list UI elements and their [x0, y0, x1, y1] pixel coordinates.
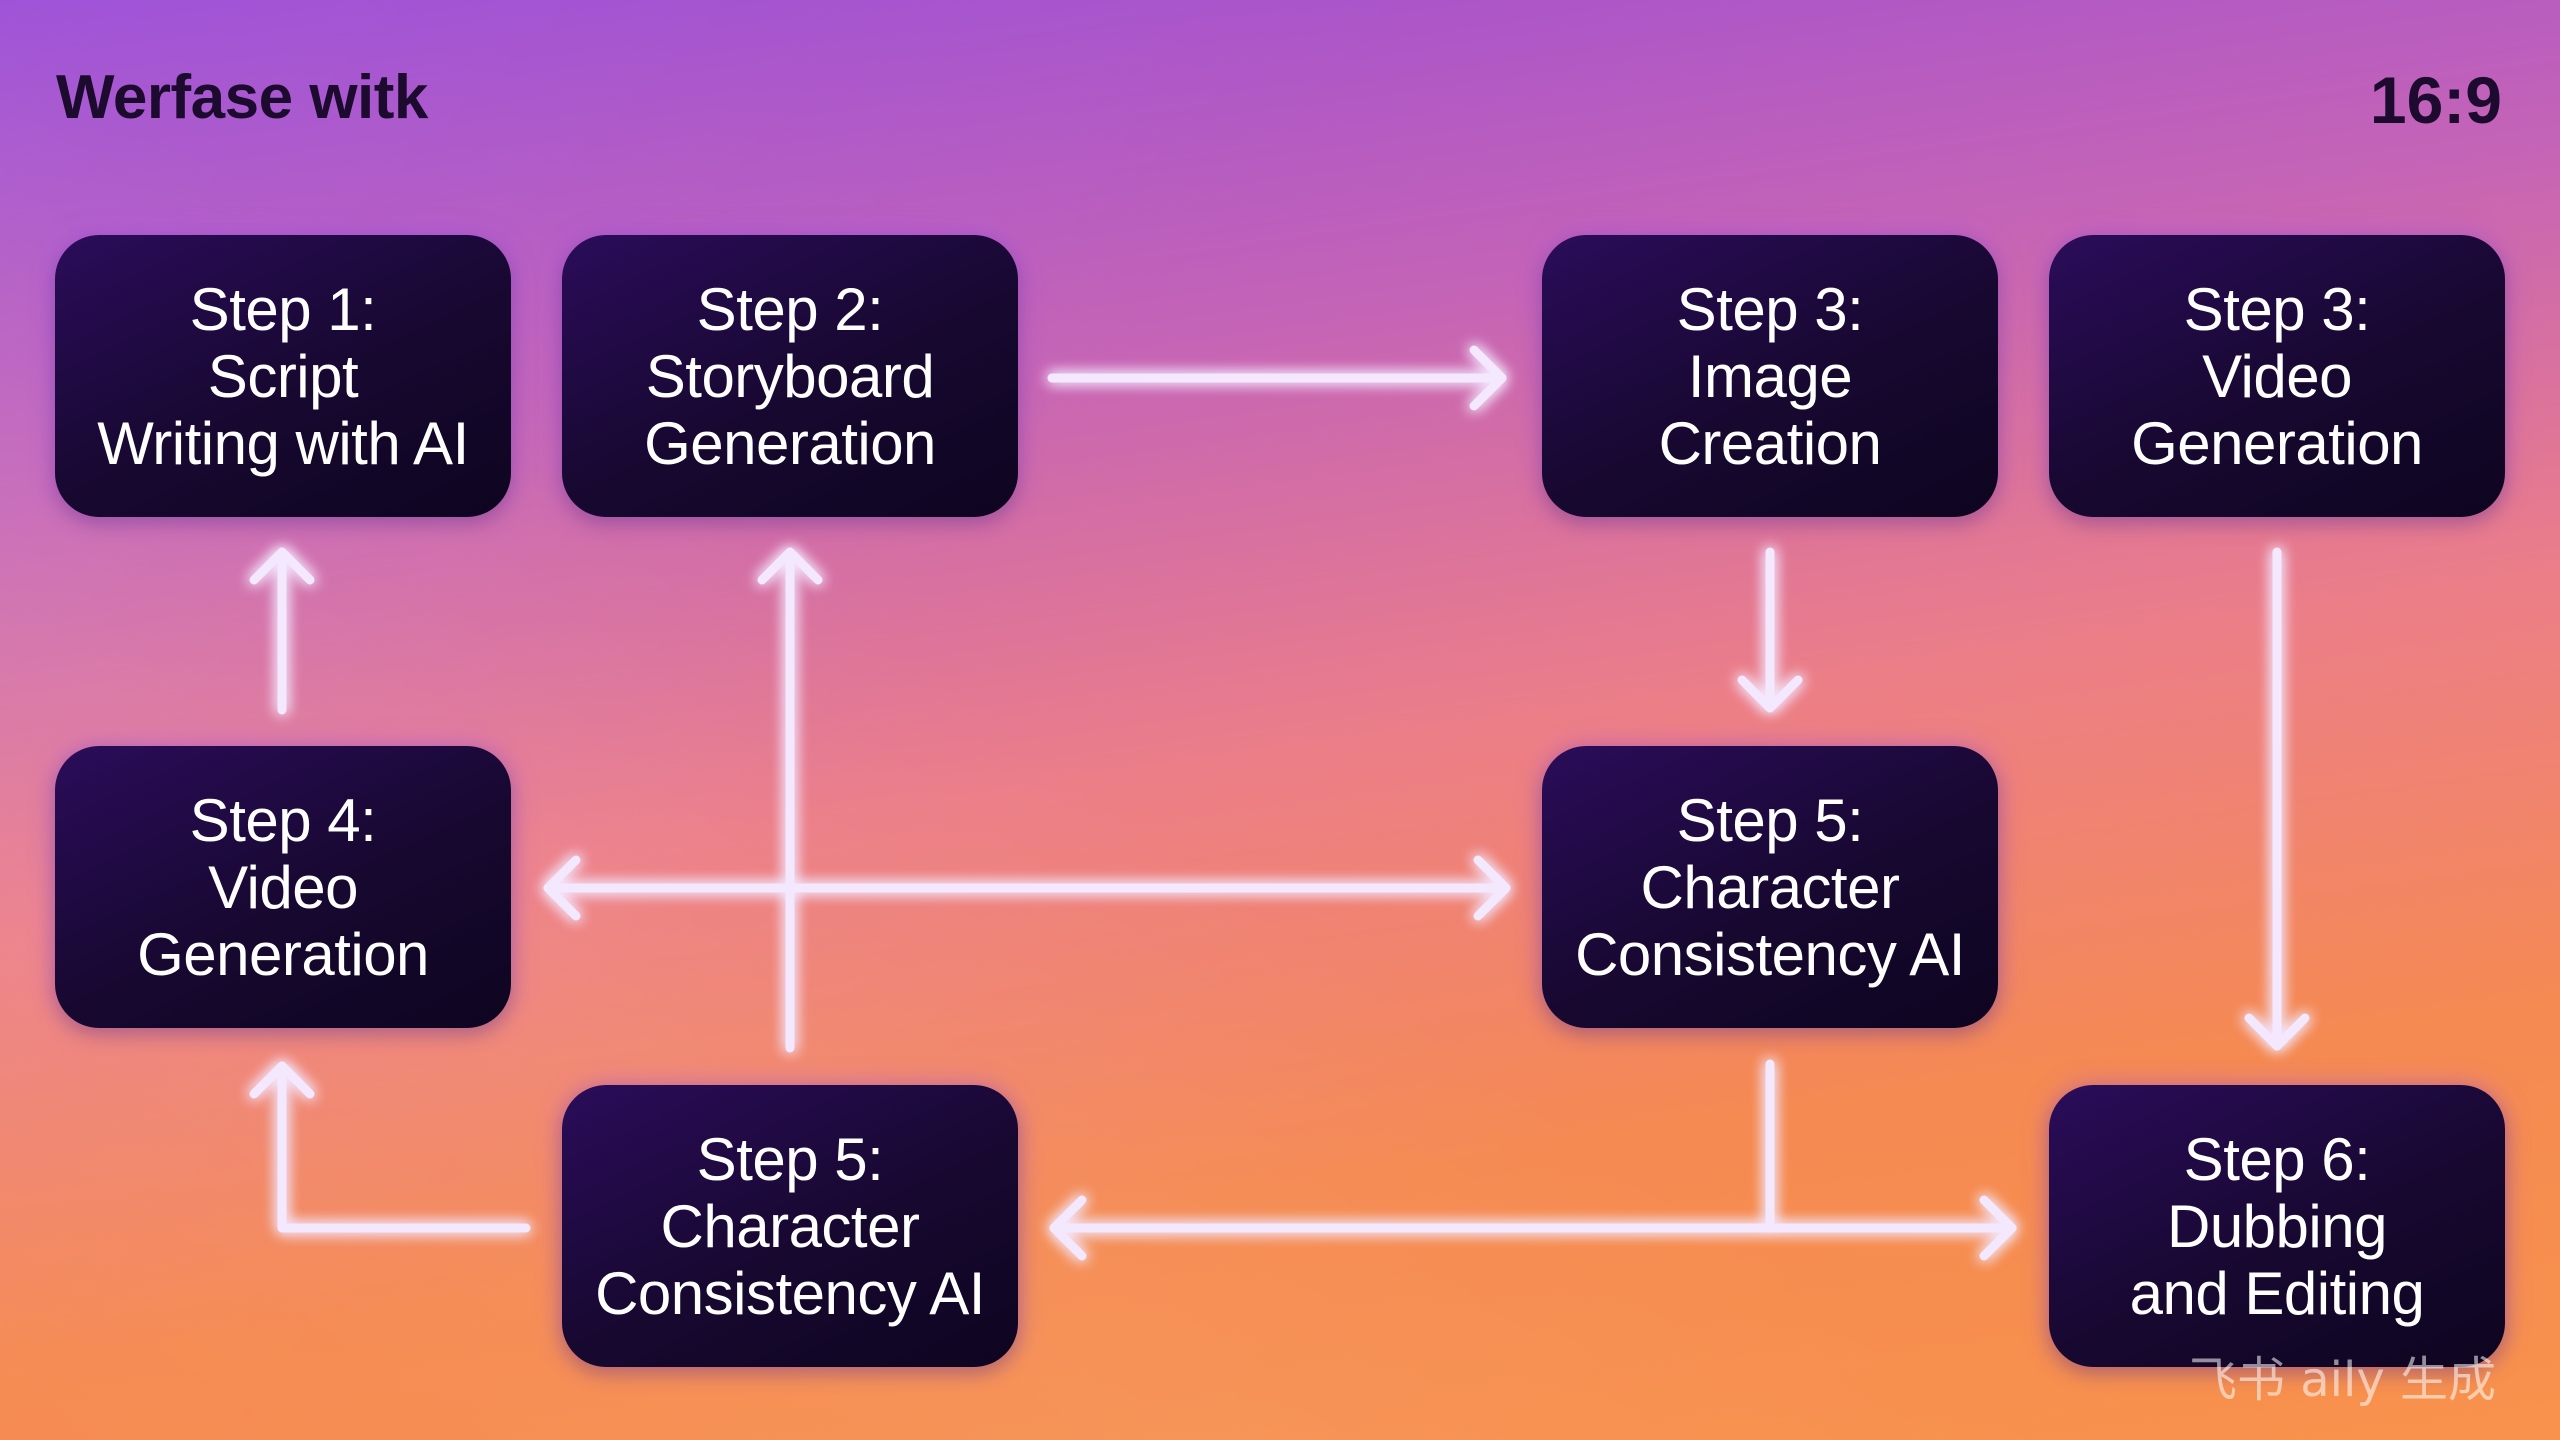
aspect-ratio-label: 16:9 [2369, 63, 2502, 137]
node-label: Step 3: Image Creation [1658, 275, 1882, 477]
node-label: Step 3: Video Generation [2131, 275, 2423, 477]
step-node-dubbing-editing[interactable]: Step 6: Dubbing and Editing [2049, 1085, 2505, 1367]
step-node-script-writing[interactable]: Step 1: Script Writing with AI [55, 235, 511, 517]
step-node-video-generation-left[interactable]: Step 4: Video Generation [55, 746, 511, 1028]
step-node-storyboard-generation[interactable]: Step 2: Storyboard Generation [562, 235, 1018, 517]
page-title: Werfase witk [56, 63, 428, 132]
node-label: Step 1: Script Writing with AI [97, 275, 469, 477]
step-node-video-generation-top[interactable]: Step 3: Video Generation [2049, 235, 2505, 517]
connector-image-to-character [1737, 547, 1803, 713]
connector-step4-character-bidirectional [543, 855, 1511, 921]
connector-character-dubbing-bidirectional [1049, 1195, 2017, 1261]
step-node-character-consistency-center[interactable]: Step 5: Character Consistency AI [1542, 746, 1998, 1028]
node-label: Step 4: Video Generation [137, 786, 429, 988]
step-node-character-consistency-bottom[interactable]: Step 5: Character Consistency AI [562, 1085, 1018, 1367]
watermark: 飞书 aily 生成 [2188, 1352, 2496, 1408]
connector-storyboard-to-image [1047, 345, 1507, 411]
node-label: Step 5: Character Consistency AI [1575, 786, 1965, 988]
connector-character-to-step4 [249, 1061, 531, 1233]
connector-character-to-storyboard [757, 547, 823, 1053]
node-label: Step 2: Storyboard Generation [644, 275, 936, 477]
step-node-image-creation[interactable]: Step 3: Image Creation [1542, 235, 1998, 517]
node-label: Step 5: Character Consistency AI [595, 1125, 985, 1327]
node-label: Step 6: Dubbing and Editing [2129, 1125, 2425, 1327]
connector-step4-to-step1 [249, 547, 315, 715]
connector-video-to-dubbing [2244, 547, 2310, 1051]
